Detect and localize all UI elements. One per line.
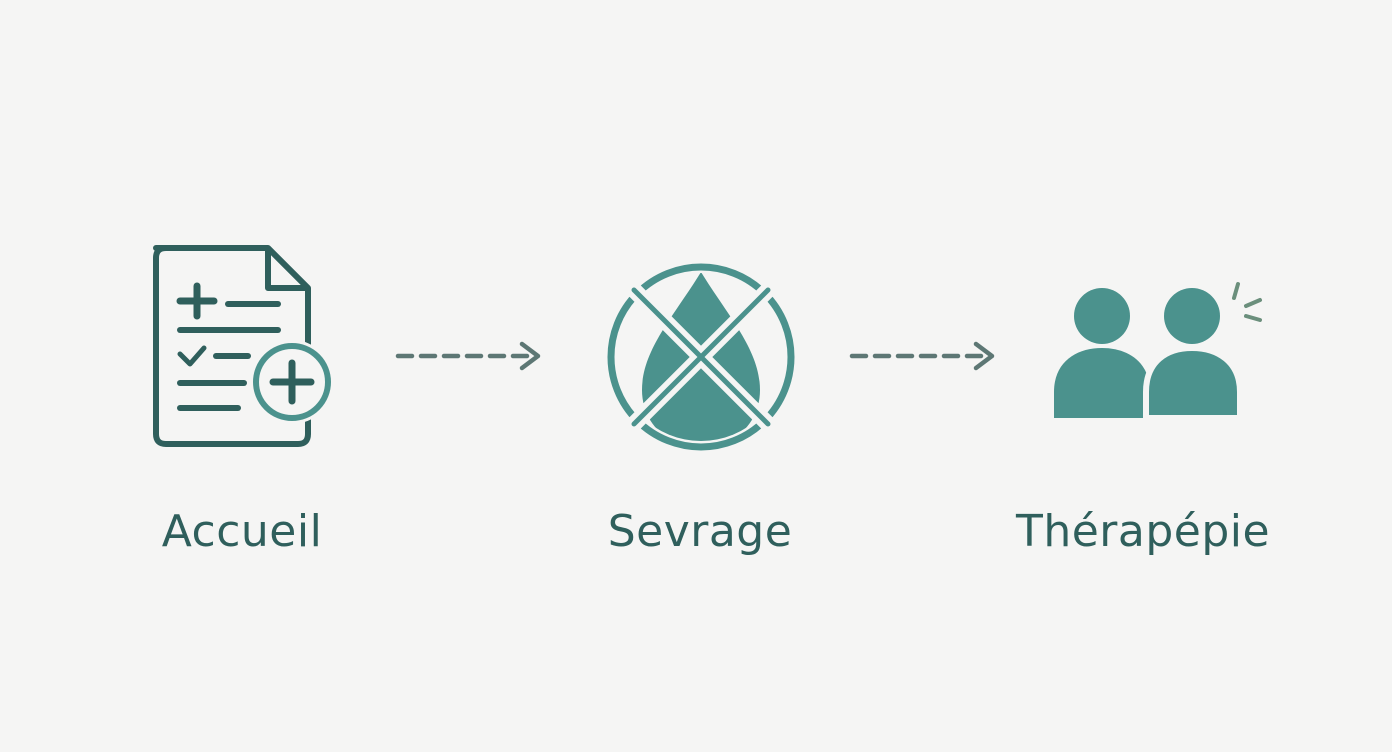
step-label-sevrage: Sevrage: [607, 506, 793, 557]
dashed-arrow-icon: [849, 341, 995, 371]
medical-intake-form-icon: [153, 245, 334, 447]
dashed-arrow-icon: [395, 341, 541, 371]
no-drop-icon: [607, 263, 795, 451]
step-label-therapie: Thérapépie: [1015, 506, 1271, 557]
two-people-icon: [1054, 282, 1262, 421]
step-label-accueil: Accueil: [161, 506, 323, 557]
